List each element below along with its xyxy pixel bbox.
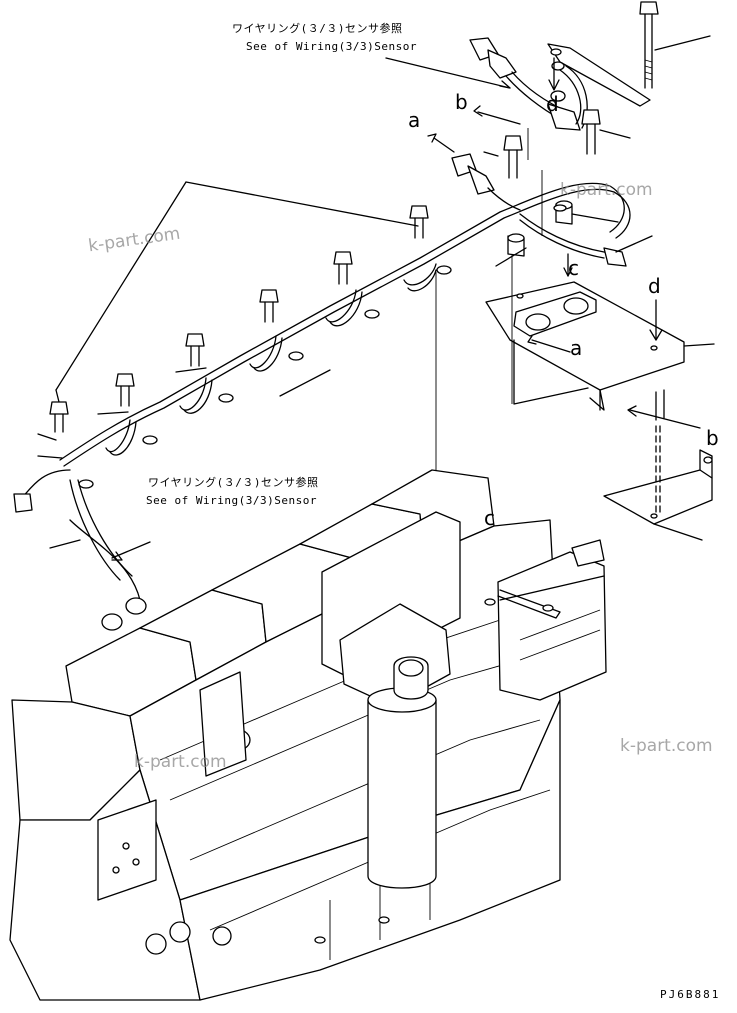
- bracket-top-right: [547, 43, 651, 107]
- harness-clamps: [78, 263, 452, 489]
- sensor-a: [427, 133, 521, 211]
- bolt-right-b: [483, 135, 523, 179]
- harness-upper: [59, 182, 653, 467]
- label-b-right: b: [706, 426, 719, 450]
- engine-block: [9, 469, 561, 1001]
- sensor-top: [385, 37, 588, 131]
- oil-filter-assembly: [321, 511, 461, 889]
- long-bolt-top-right: [639, 1, 711, 89]
- arrow-d-top: [548, 57, 560, 91]
- sensor-left-cluster: [13, 433, 151, 631]
- label-c-low: c: [484, 506, 495, 530]
- bolt-row: [49, 181, 429, 433]
- note-top-en: See of Wiring(3/3)Sensor: [246, 40, 417, 53]
- bolt-right-a: [581, 109, 631, 155]
- label-c-mid: c: [568, 256, 579, 280]
- label-d-right: d: [648, 274, 661, 298]
- figure-code: PJ6B881: [660, 988, 721, 1001]
- note-top-jp: ワイヤリング(３/３)センサ参照: [232, 22, 403, 35]
- note-mid-en: See of Wiring(3/3)Sensor: [146, 494, 317, 507]
- bracket-plate-right: [485, 253, 715, 421]
- spacers-collars: [553, 204, 567, 212]
- arrow-b-top: [473, 105, 521, 125]
- watermark-4: k-part.com: [620, 736, 713, 756]
- label-a-mid: a: [570, 336, 583, 360]
- label-b-top: b: [455, 90, 468, 114]
- bracket-lower-right: [603, 405, 713, 541]
- right-manifold-component: [484, 539, 607, 701]
- watermark-3: k-part.com: [134, 752, 227, 772]
- label-a-top: a: [408, 108, 421, 132]
- watermark-1: k-part.com: [560, 180, 653, 200]
- label-d-top: d: [546, 92, 559, 116]
- note-mid-jp: ワイヤリング(３/３)センサ参照: [148, 476, 319, 489]
